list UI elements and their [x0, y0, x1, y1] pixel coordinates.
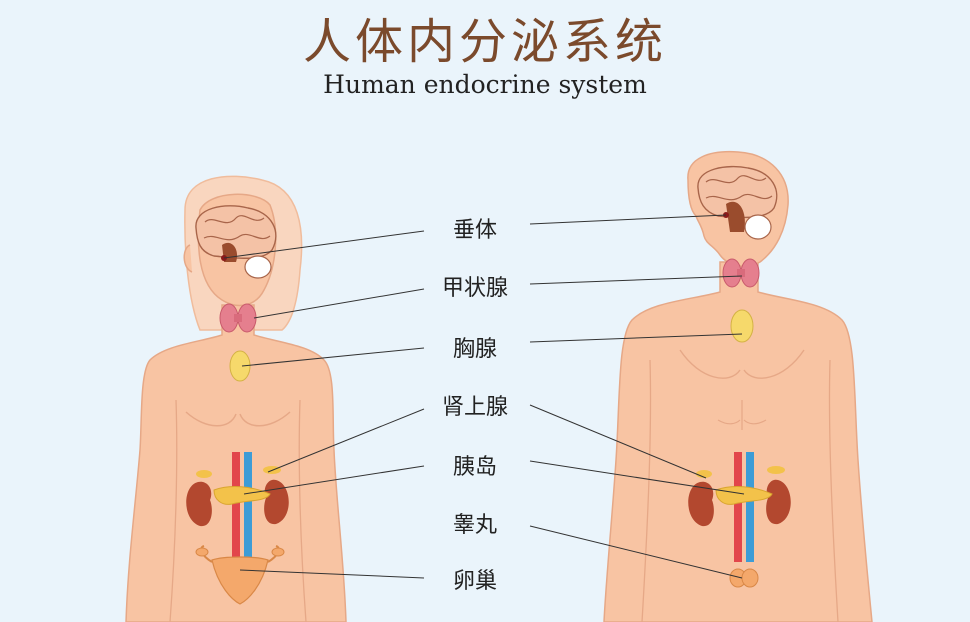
female-uterus [195, 545, 285, 605]
leader-thymus-male [529, 333, 743, 343]
male-thyroid [722, 258, 760, 288]
leader-thyroid-female [253, 288, 425, 319]
male-chest-line [679, 349, 805, 379]
female-brain [195, 205, 277, 279]
male-arm-line-right [828, 359, 839, 622]
female-arm-line-right [298, 399, 307, 622]
label-thyroid: 甲状腺 [441, 276, 508, 301]
leader-pancreas-male [529, 460, 745, 495]
leader-pituitary-male [529, 214, 727, 225]
leader-pancreas-female [243, 465, 425, 495]
male-brain [697, 165, 778, 240]
male-kidney-left [688, 481, 714, 527]
male-figure [603, 150, 873, 622]
male-abs-lines [717, 400, 767, 430]
leader-lines [223, 214, 745, 579]
female-figure [125, 175, 347, 622]
male-body [603, 261, 873, 622]
female-thymus [229, 350, 251, 382]
female-cerebellum [244, 255, 272, 279]
label-adrenal: 肾上腺 [441, 395, 508, 420]
female-aorta [232, 452, 240, 562]
male-kidney-right [766, 479, 791, 525]
female-chest-line [185, 411, 291, 427]
page-subtitle: Human endocrine system [323, 70, 647, 99]
leader-thymus-female [241, 347, 425, 367]
female-adrenal-left [196, 470, 212, 478]
female-pancreas [213, 486, 271, 505]
label-testes: 睾丸 [452, 513, 497, 538]
female-kidney-right [264, 479, 289, 525]
female-ear [183, 244, 193, 273]
label-ovaries: 卵巢 [452, 569, 497, 594]
male-testes [729, 568, 759, 588]
female-arm-line-left [169, 399, 178, 622]
female-thyroid [219, 303, 257, 333]
label-pituitary: 垂体 [452, 218, 497, 243]
leader-testes-male [529, 525, 743, 579]
leader-thyroid-male [529, 275, 743, 285]
female-kidney-left [186, 481, 212, 527]
male-pancreas [715, 486, 773, 505]
male-vena-cava [746, 452, 754, 562]
leader-adrenal-female [267, 408, 425, 473]
male-adrenal-right [767, 466, 785, 474]
leader-ovary-female [239, 569, 425, 579]
male-thymus [730, 309, 754, 343]
female-vena-cava [244, 452, 252, 562]
leader-adrenal-male [529, 404, 707, 479]
page-title: 人体内分泌系统 [302, 14, 667, 70]
male-aorta [734, 452, 742, 562]
label-thymus: 胸腺 [452, 337, 497, 362]
leader-pituitary-female [223, 230, 425, 259]
label-pancreatic-islets: 胰岛 [452, 455, 497, 480]
male-cerebellum [744, 214, 772, 240]
